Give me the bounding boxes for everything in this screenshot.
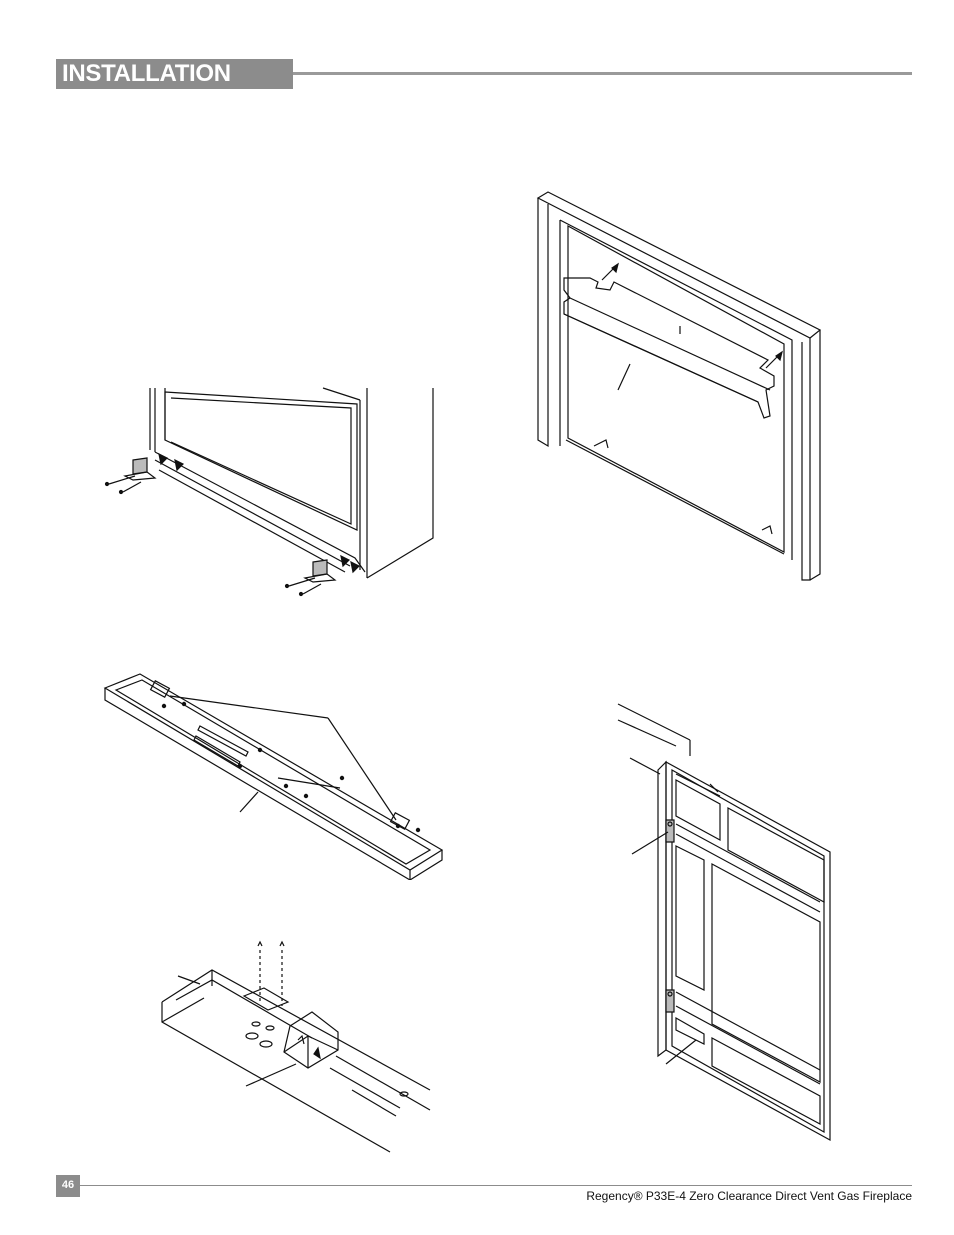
figure-hinge-brackets [95, 380, 445, 600]
figure-bracket-closeup [160, 940, 440, 1160]
figure-decorative-door [610, 700, 840, 1150]
page-number-box: 46 [56, 1175, 80, 1197]
header-rule [293, 72, 912, 75]
section-header-bar: INSTALLATION [56, 59, 293, 89]
footer-rule [80, 1185, 912, 1186]
figure-long-bracket [100, 670, 450, 880]
figure-front-frame [530, 190, 830, 590]
footer-product-name: Regency® P33E-4 Zero Clearance Direct Ve… [586, 1189, 912, 1203]
page-number: 46 [61, 1179, 75, 1191]
section-title: INSTALLATION [62, 60, 231, 87]
